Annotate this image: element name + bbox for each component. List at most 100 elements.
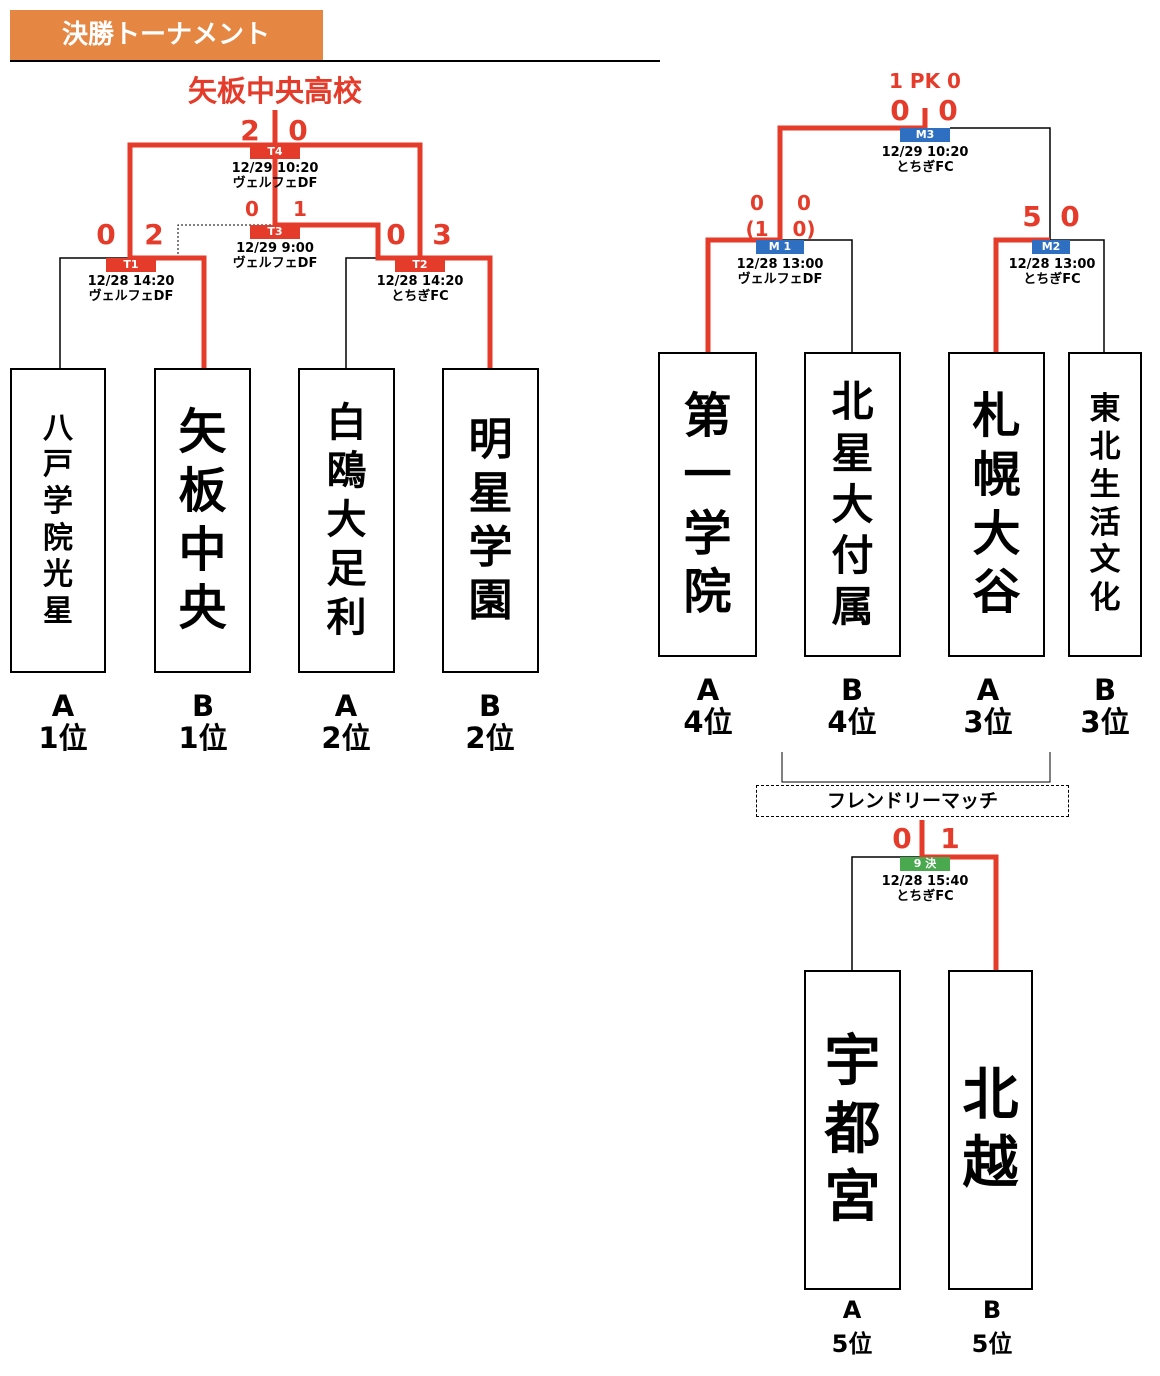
t1-match-tag: T1 xyxy=(106,258,156,272)
team-name-char: 白 xyxy=(326,399,367,446)
line-m3-right xyxy=(950,127,1051,240)
team-name-char: 院 xyxy=(43,520,73,556)
t2-score-right: 3 xyxy=(432,218,452,251)
t4-score-left: 2 xyxy=(240,114,260,147)
team-name-char: 戸 xyxy=(43,447,73,483)
team-name-char: 付 xyxy=(831,531,874,581)
group-rank: 3位 xyxy=(1080,705,1130,739)
t1-score-left: 0 xyxy=(96,218,116,251)
group-rank: 2位 xyxy=(465,721,515,755)
friendly-match-label: フレンドリーマッチ xyxy=(756,785,1069,817)
t1-score-right: 2 xyxy=(144,218,164,251)
m3-score-right: 0 xyxy=(938,94,958,127)
group-rank: 4位 xyxy=(683,705,733,739)
group-letter: B xyxy=(478,689,502,723)
group-letter: A xyxy=(976,673,1000,707)
team-name-char: 板 xyxy=(178,462,227,519)
team-name-char: 都 xyxy=(824,1096,881,1162)
team-name-char: 大 xyxy=(831,479,874,529)
team-box-tohoku: 東北生活文化 xyxy=(1068,352,1142,657)
team-name-char: 第 xyxy=(683,388,732,445)
group-rank: 5位 xyxy=(831,1330,873,1358)
team-name-char: 宮 xyxy=(824,1165,881,1231)
team-name-char: 属 xyxy=(831,582,874,632)
m1-match-tag: M 1 xyxy=(756,240,804,254)
m3-match-tag: M3 xyxy=(900,128,950,142)
group-letter: B xyxy=(840,673,864,707)
team-name-char: 宇 xyxy=(824,1028,881,1094)
m1-score-left: 0 xyxy=(750,191,764,215)
team-name-char: 越 xyxy=(962,1131,1019,1196)
team-name-char: 学 xyxy=(43,483,73,519)
t3-score-left: 0 xyxy=(245,197,259,221)
t4-score-right: 0 xyxy=(288,114,308,147)
t3-match-tag: T3 xyxy=(250,225,300,239)
team-name-char: 星 xyxy=(468,467,513,519)
line-friendly xyxy=(781,752,1051,783)
line-k9-left xyxy=(851,856,922,970)
line-m1-right xyxy=(780,239,853,352)
title-underline xyxy=(10,60,660,62)
m2-match-tag: M2 xyxy=(1032,240,1070,254)
group-rank: 3位 xyxy=(963,705,1013,739)
team-name-char: 活 xyxy=(1089,504,1121,541)
team-box-hokuetsu: 北越 xyxy=(948,970,1033,1290)
team-name-char: 矢 xyxy=(178,404,227,461)
team-name-char: 中 xyxy=(178,521,227,578)
m1-pk-left: (1 xyxy=(745,217,769,241)
group-rank: 4位 xyxy=(827,705,877,739)
team-name-char: 八 xyxy=(43,410,73,446)
team-name-char: 一 xyxy=(683,446,732,503)
m2-score-left: 5 xyxy=(1022,200,1042,233)
group-rank: 2位 xyxy=(321,721,371,755)
m2-score-right: 0 xyxy=(1060,200,1080,233)
m1-pk-right: 0) xyxy=(792,217,816,241)
team-name-char: 足 xyxy=(326,545,367,592)
team-name-char: 谷 xyxy=(972,564,1021,621)
k9-match-tag: 9 決 xyxy=(900,857,950,871)
team-box-utsunomiya: 宇都宮 xyxy=(804,970,901,1290)
win-line-t4-right xyxy=(275,142,423,258)
team-box-hokusei: 北星大付属 xyxy=(804,352,901,657)
team-name-char: 利 xyxy=(326,594,367,641)
group-letter: B xyxy=(982,1296,1002,1324)
win-line-t2 xyxy=(272,145,493,368)
team-name-char: 明 xyxy=(468,414,513,466)
win-line-m1 xyxy=(705,108,928,352)
t2-match-tag: T2 xyxy=(395,258,445,272)
m3-score-left: 0 xyxy=(890,94,910,127)
team-name-char: 北 xyxy=(831,377,874,427)
team-box-daiichi: 第一学院 xyxy=(658,352,757,657)
team-box-hakuo: 白鴎大足利 xyxy=(298,368,395,673)
team-name-char: 札 xyxy=(972,388,1021,445)
team-name-char: 生 xyxy=(1089,466,1121,503)
k9-score-right: 1 xyxy=(940,822,960,855)
team-name-char: 光 xyxy=(43,557,73,593)
m3-pk-line: 1 PK 0 xyxy=(889,69,961,93)
section-title: 決勝トーナメント xyxy=(10,10,323,61)
team-name-char: 星 xyxy=(831,428,874,478)
group-letter: B xyxy=(1093,673,1117,707)
team-name-char: 学 xyxy=(468,521,513,573)
team-name-char: 学 xyxy=(683,505,732,562)
team-name-char: 星 xyxy=(43,593,73,629)
team-name-char: 大 xyxy=(972,505,1021,562)
team-name-char: 央 xyxy=(178,580,227,637)
champion-name: 矢板中央高校 xyxy=(187,74,362,108)
team-name-char: 大 xyxy=(326,497,367,544)
t4-match-tag: T4 xyxy=(250,145,300,159)
team-box-yaita-chuo: 矢板中央 xyxy=(154,368,251,673)
